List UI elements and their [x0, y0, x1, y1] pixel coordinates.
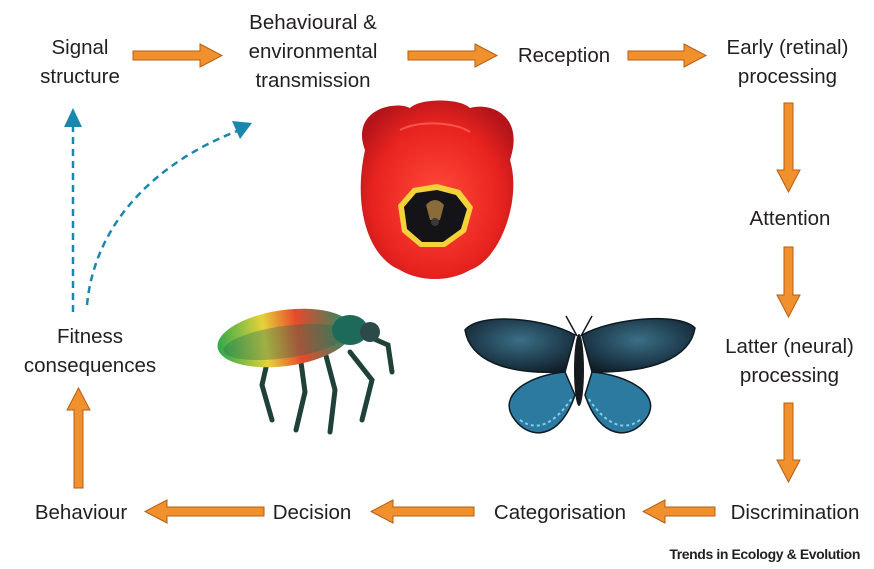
arrow-decision-to-behaviour: [143, 499, 265, 524]
node-latter-processing: Latter (neural) processing: [725, 335, 854, 387]
feedback-arrowhead-diagonal: [232, 121, 252, 139]
node-early-processing: Early (retinal) processing: [726, 36, 849, 88]
arrow-attention-to-latter: [776, 246, 801, 319]
flow-arrows: [66, 43, 801, 524]
node-discrimination: Discrimination: [730, 501, 860, 524]
arrow-latter-to-discrimination: [776, 402, 801, 484]
node-attention: Attention: [749, 207, 831, 230]
arrow-reception-to-early: [627, 43, 708, 68]
arrow-transmission-to-reception: [407, 43, 499, 68]
arrow-signal-to-transmission: [132, 43, 224, 68]
node-signal-structure: Signal structure: [40, 36, 120, 88]
node-transmission: Behavioural & environmental transmission: [248, 11, 378, 92]
feedback-arrowhead-up: [64, 108, 82, 127]
tulip-illustration: [360, 100, 514, 279]
arrow-discrimination-to-categorisation: [641, 499, 716, 524]
arrow-early-to-attention: [776, 102, 801, 194]
butterfly-illustration: [464, 315, 696, 434]
node-behaviour: Behaviour: [34, 501, 128, 524]
feedback-to-transmission: [85, 128, 241, 306]
arrow-categorisation-to-decision: [369, 499, 475, 524]
feedback-arrows: [71, 125, 241, 312]
journal-credit: Trends in Ecology & Evolution: [669, 546, 860, 562]
node-reception: Reception: [517, 44, 611, 67]
node-decision: Decision: [272, 501, 352, 524]
node-categorisation: Categorisation: [493, 501, 627, 524]
arrow-behaviour-to-fitness: [66, 386, 91, 489]
beetle-illustration: [217, 308, 395, 435]
node-fitness: Fitness consequences: [23, 325, 157, 377]
